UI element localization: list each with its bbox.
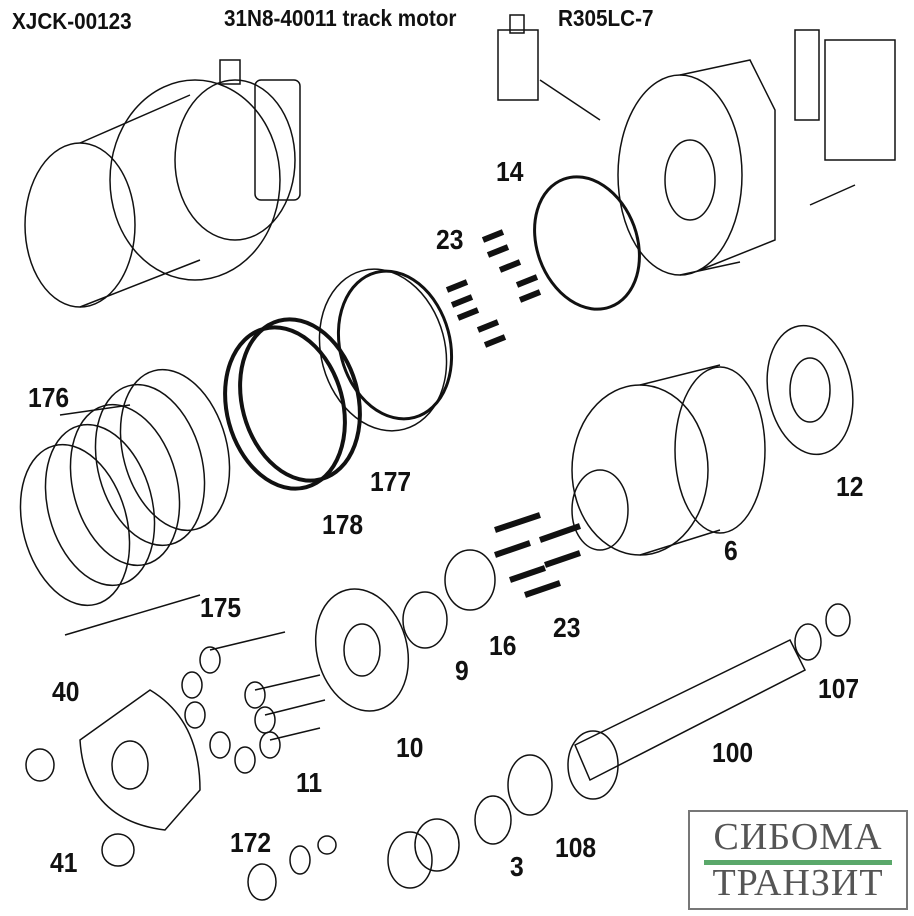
springs-23-lower <box>494 512 581 598</box>
plug-40 <box>25 748 55 782</box>
callout-23: 23 <box>436 224 464 255</box>
part-name: 31N8-40011 track motor <box>224 5 457 31</box>
bearing-108 <box>507 754 553 816</box>
callout-177: 177 <box>370 466 412 497</box>
plug-41 <box>101 833 135 867</box>
callout-6: 6 <box>724 535 738 566</box>
callout-100: 100 <box>712 737 754 768</box>
part-172 <box>247 863 277 901</box>
seal-178b <box>238 317 362 483</box>
ring-16 <box>444 549 496 611</box>
retainer-plate-10 <box>314 588 410 712</box>
cylinder-block-6 <box>571 364 766 556</box>
bearing-107 <box>794 623 822 661</box>
bushing-9 <box>402 591 448 649</box>
callout-23-lower: 23 <box>553 612 581 643</box>
assembled-motor <box>24 59 301 308</box>
callout-178: 178 <box>322 509 364 540</box>
callout-108: 108 <box>555 832 597 863</box>
disc-pack-176 <box>19 368 231 636</box>
logo-accent-bar <box>704 860 892 865</box>
callout-172: 172 <box>230 827 272 858</box>
callout-175: 175 <box>200 592 242 623</box>
valve-plate-12 <box>766 324 854 456</box>
cover-plate <box>79 689 201 831</box>
motor-housing <box>497 14 896 276</box>
pistons-11 <box>181 631 326 774</box>
seal-3 <box>474 795 512 845</box>
callout-176: 176 <box>28 382 70 413</box>
piston-177 <box>318 268 448 432</box>
callout-12: 12 <box>836 471 864 502</box>
callout-40: 40 <box>52 676 80 707</box>
shaft-100 <box>387 603 851 889</box>
springs-23-upper <box>445 229 542 348</box>
machine-model: R305LC-7 <box>558 5 654 31</box>
callout-3: 3 <box>510 851 524 882</box>
logo-line-1: СИБОМА <box>713 816 883 858</box>
company-logo: СИБОМА ТРАНЗИТ <box>688 810 908 910</box>
callout-41: 41 <box>50 847 78 878</box>
callout-14: 14 <box>496 156 524 187</box>
callout-9: 9 <box>455 655 469 686</box>
logo-line-2: ТРАНЗИТ <box>712 862 884 904</box>
o-ring-14 <box>533 175 641 311</box>
callout-11: 11 <box>296 767 323 798</box>
part-code: XJCK-00123 <box>12 8 132 34</box>
callout-16: 16 <box>489 630 517 661</box>
callout-107: 107 <box>818 673 860 704</box>
callout-10: 10 <box>396 732 424 763</box>
